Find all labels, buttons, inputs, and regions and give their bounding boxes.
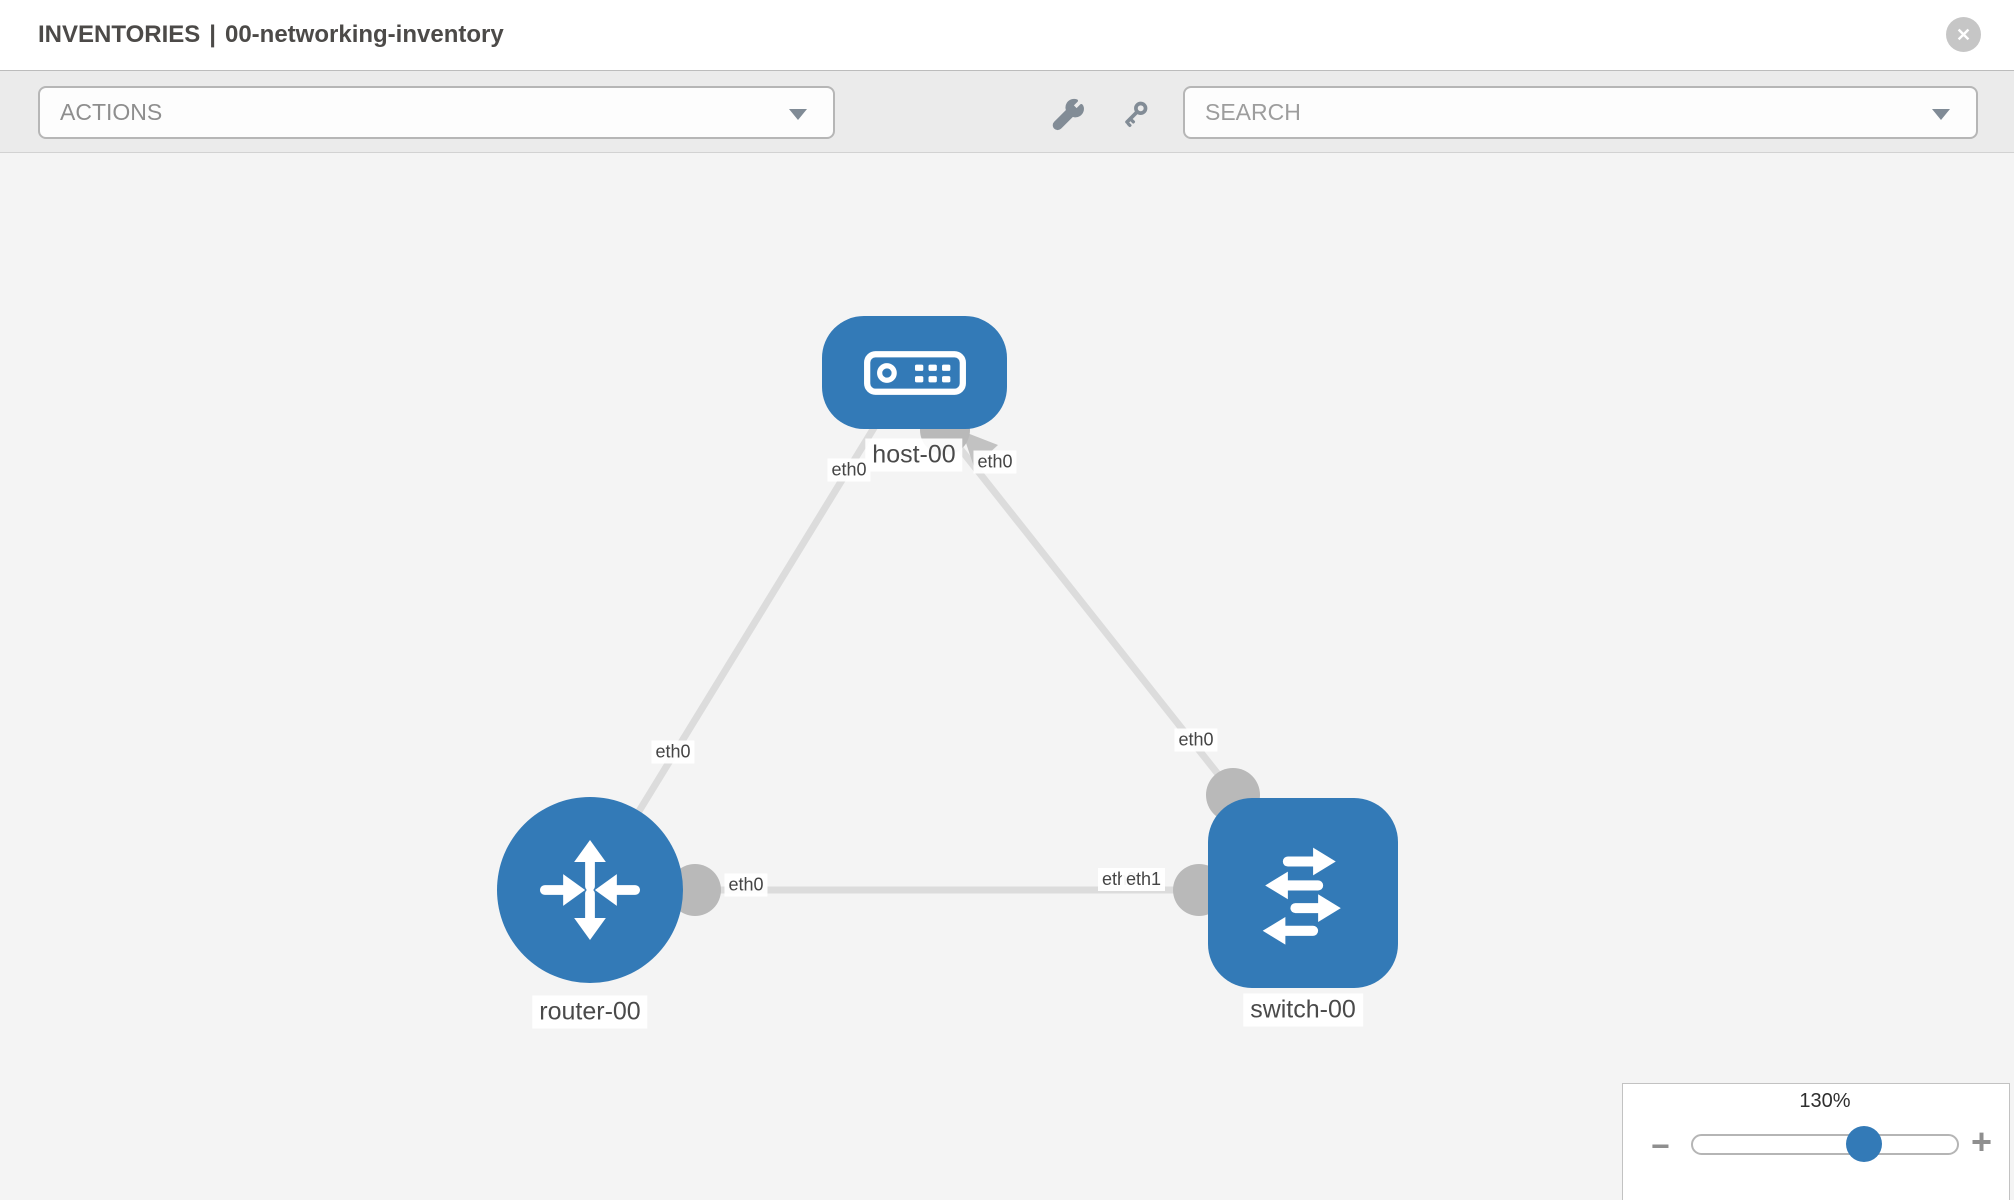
breadcrumb-separator: | — [209, 21, 216, 48]
header-bar: INVENTORIES | 00-networking-inventory ✕ — [0, 0, 2014, 70]
close-icon: ✕ — [1955, 24, 1972, 45]
node-router-00[interactable] — [497, 797, 683, 983]
search-placeholder: SEARCH — [1205, 99, 1301, 125]
zoom-out-button[interactable]: − — [1651, 1128, 1670, 1164]
zoom-control-panel: 130% − + — [1622, 1083, 2010, 1200]
port-label-host-left: eth0 — [827, 458, 871, 482]
key-icon — [1117, 98, 1151, 137]
node-switch-00[interactable] — [1208, 798, 1398, 988]
link-arrowhead — [962, 431, 998, 467]
caret-down-icon — [789, 109, 807, 120]
zoom-level-label: 130% — [1799, 1090, 1851, 1112]
node-host-00[interactable] — [822, 316, 1007, 429]
breadcrumb-section: INVENTORIES — [38, 21, 201, 48]
toolbar: ACTIONS — [0, 70, 2014, 153]
port-label-switch-eth1: eth1 — [1122, 868, 1166, 891]
host-icon — [863, 350, 967, 396]
router-icon — [529, 829, 651, 951]
caret-down-icon — [1932, 109, 1950, 120]
switch-icon — [1240, 830, 1366, 956]
port-label-router-host: eth0 — [651, 740, 695, 764]
node-label-host: host-00 — [865, 438, 963, 472]
port-label-switch-overlap: eth0 eth1 — [1098, 868, 1176, 897]
inventory-name: 00-networking-inventory — [224, 21, 504, 48]
actions-dropdown[interactable]: ACTIONS — [38, 86, 835, 139]
zoom-slider-thumb[interactable] — [1846, 1126, 1882, 1162]
node-label-switch: switch-00 — [1243, 993, 1363, 1027]
search-dropdown[interactable]: SEARCH — [1183, 86, 1978, 139]
key-button[interactable] — [1113, 96, 1155, 138]
zoom-in-button[interactable]: + — [1971, 1121, 1993, 1162]
port-label-host-right: eth0 — [973, 450, 1017, 474]
links-layer — [590, 395, 1300, 916]
actions-dropdown-label: ACTIONS — [60, 99, 163, 125]
zoom-slider-track[interactable] — [1691, 1134, 1959, 1155]
port-label-switch-host: eth0 — [1174, 728, 1218, 752]
configure-button[interactable] — [1046, 96, 1088, 138]
page-title: INVENTORIES | 00-networking-inventory — [38, 0, 504, 70]
topology-canvas[interactable]: host-00 router-00 switch-00 eth0 eth0 et… — [0, 153, 2014, 1200]
node-label-router: router-00 — [532, 995, 648, 1029]
port-label-router-eth0: eth0 — [724, 873, 768, 897]
link-host-router[interactable] — [592, 416, 883, 885]
close-button[interactable]: ✕ — [1946, 17, 1981, 52]
wrench-icon — [1050, 98, 1084, 137]
